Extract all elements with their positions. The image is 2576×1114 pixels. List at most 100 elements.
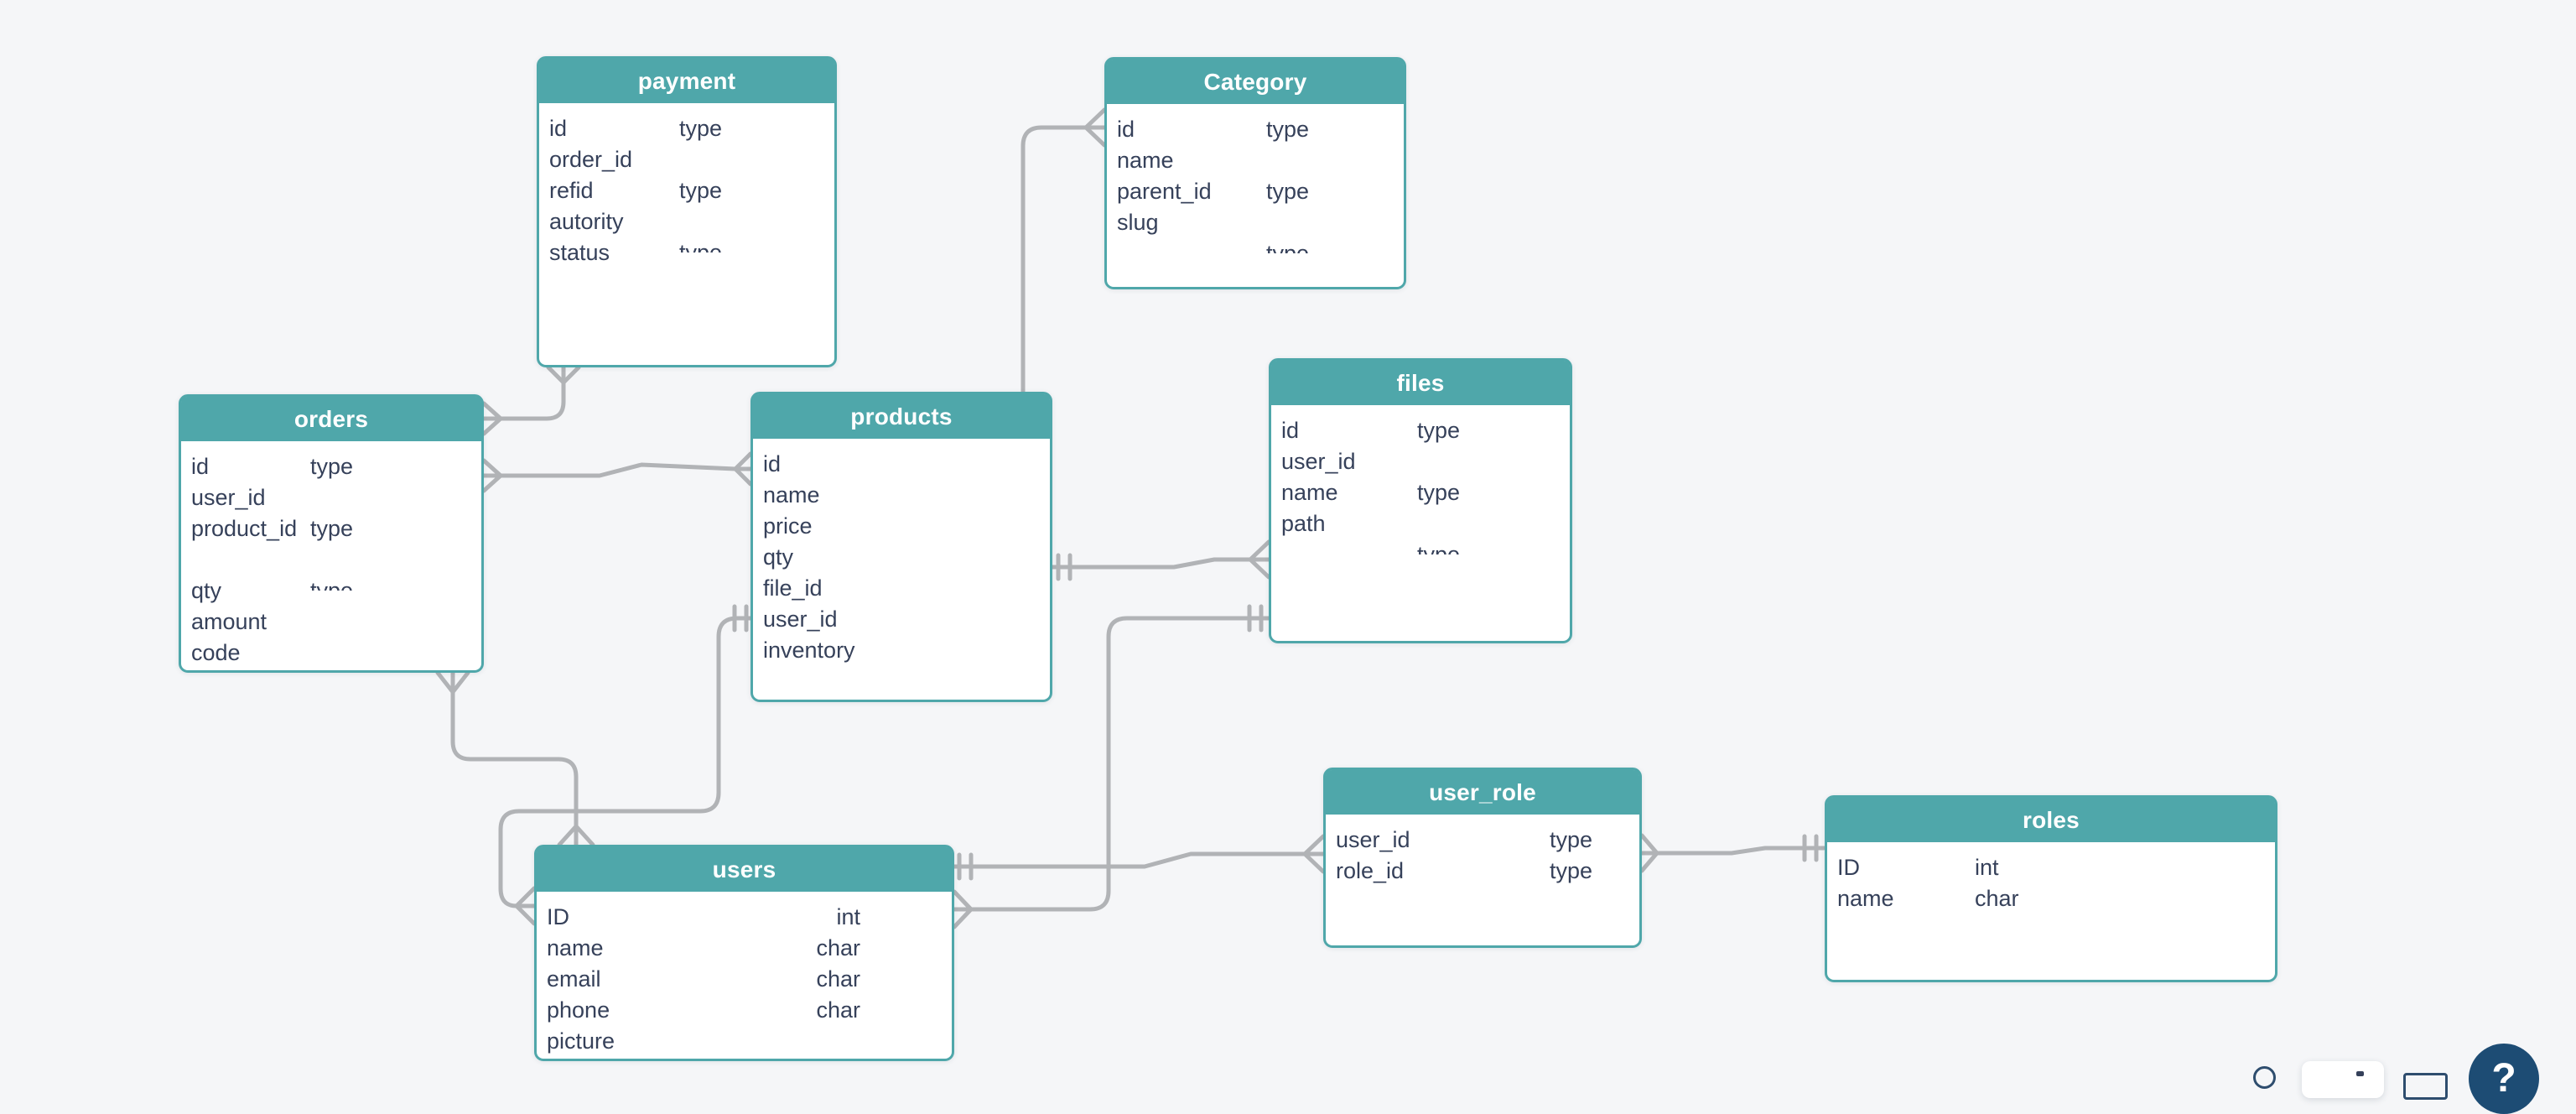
field-type: type (1550, 826, 1593, 852)
field-type-column: int char (1827, 842, 2275, 980)
field-name: autority (549, 208, 624, 234)
connector-files-users[interactable] (969, 616, 1271, 912)
field-name: id (1281, 417, 1300, 443)
field-name: ID (547, 903, 569, 929)
field-name: slug (1117, 209, 1159, 235)
field-name: id (763, 450, 782, 476)
one-ticks-icon (1802, 834, 1819, 862)
field-type: char (816, 997, 860, 1023)
table-title: Category (1107, 60, 1404, 104)
field-type-column: type type type (1271, 405, 1570, 555)
field-name: file_id (763, 575, 823, 601)
crows-foot-icon (557, 824, 595, 847)
crows-foot-icon (481, 458, 503, 493)
field-type: int (836, 903, 860, 929)
field-name: id (191, 453, 210, 479)
one-ticks-icon (732, 604, 749, 632)
field-name: order_id (549, 146, 633, 172)
table-title: files (1271, 361, 1570, 405)
table-title: users (537, 847, 952, 892)
field-name: user_id (191, 484, 266, 510)
field-type: type (310, 515, 354, 541)
field-type: type (679, 239, 723, 253)
connector-users-user_role[interactable] (952, 851, 1307, 869)
table-title: payment (539, 59, 834, 103)
diagram-page: { "app": {"kind": "database-er-diagram-e… (179, 56, 2539, 1114)
field-type: type (1550, 857, 1593, 883)
connector-orders-users[interactable] (450, 690, 579, 829)
field-type: char (1975, 885, 2019, 911)
field-type: type (1266, 178, 1310, 204)
field-type-column: type type (1326, 815, 1639, 945)
field-name: id (1117, 116, 1135, 142)
field-type: type (1417, 541, 1461, 555)
table-title: roles (1827, 798, 2275, 842)
table-title: orders (181, 397, 481, 441)
help-button[interactable]: ? (2469, 1044, 2539, 1114)
field-name: user_id (1336, 826, 1410, 852)
crows-foot-icon (952, 889, 974, 929)
field-name: qty (763, 544, 794, 570)
crows-foot-icon (733, 451, 753, 487)
crows-foot-icon (514, 886, 537, 926)
connector-products-users[interactable] (498, 616, 753, 908)
connector-products-files[interactable] (1050, 557, 1253, 570)
field-type: int (1975, 854, 1999, 880)
field-type-column (753, 439, 1050, 588)
one-ticks-icon (1247, 604, 1264, 632)
field-name: name (1117, 147, 1174, 173)
crows-foot-icon (546, 365, 581, 385)
field-name: refid (549, 177, 594, 203)
field-name: phone (547, 997, 610, 1023)
zoom-level-button[interactable] (2302, 1061, 2384, 1098)
frame-icon[interactable] (2403, 1073, 2448, 1100)
connector-orders-products[interactable] (498, 462, 738, 478)
field-name: qty (191, 577, 222, 603)
table-title: products (753, 394, 1050, 439)
field-name: name (547, 934, 604, 960)
field-name: code (191, 639, 241, 665)
field-name: name (1837, 885, 1894, 911)
field-type-column: type type type (181, 441, 481, 591)
field-name-column: ID name (1827, 842, 2275, 980)
field-name: ID (1837, 854, 1860, 880)
field-type: type (310, 577, 354, 591)
field-type: type (1417, 479, 1461, 505)
field-type: type (679, 177, 723, 203)
field-name: user_id (763, 606, 838, 632)
crows-foot-icon (1083, 107, 1107, 148)
caret-icon (2356, 1071, 2364, 1076)
field-name: status (549, 239, 610, 265)
field-name: email (547, 966, 601, 992)
field-type: type (1417, 417, 1461, 443)
crows-foot-icon (481, 401, 503, 436)
field-name: id (549, 115, 568, 141)
field-name: user_id (1281, 448, 1356, 474)
field-name: inventory (763, 637, 855, 663)
field-type: type (1266, 116, 1310, 142)
field-name: name (763, 482, 820, 508)
field-type: type (310, 453, 354, 479)
magnifier-icon[interactable] (2253, 1066, 2276, 1089)
crows-foot-icon (1248, 539, 1271, 580)
field-type: type (1266, 240, 1310, 254)
connector-products-Category[interactable] (1021, 125, 1088, 394)
crows-foot-icon (435, 670, 470, 695)
connector-payment-orders[interactable] (498, 380, 566, 421)
connector-user_role-roles[interactable] (1654, 846, 1826, 856)
